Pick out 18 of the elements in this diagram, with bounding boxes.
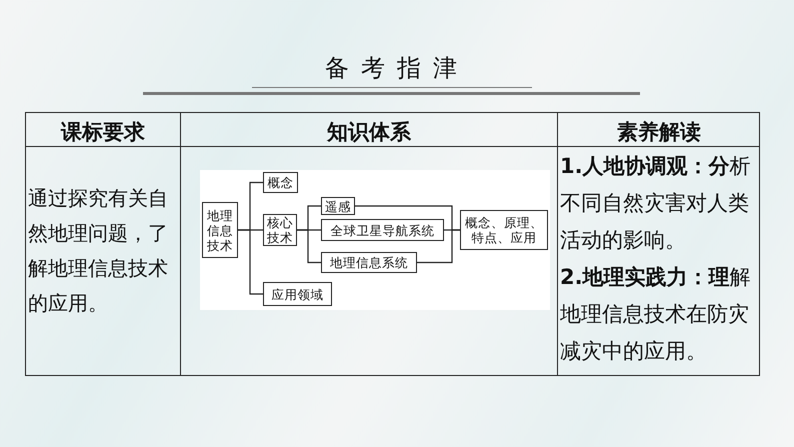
concept-box: 概念	[263, 172, 298, 193]
tech-box: 地理信息系统	[321, 252, 417, 273]
summary-box: 概念、原理、特点、应用	[460, 210, 548, 250]
requirement-text: 通过探究有关自然地理问题，了解地理信息技术的应用。	[28, 185, 169, 317]
literacy-text: 2.地理实践力：理解地理信息技术在防灾减灾中的应用。	[560, 264, 752, 365]
topic-box: 地理信息技术	[202, 202, 238, 258]
core-tech-box: 核心技术	[263, 214, 297, 246]
column-header: 素养解读	[616, 119, 702, 146]
application-box: 应用领域	[263, 282, 332, 306]
tech-box: 遥感	[321, 197, 355, 215]
tech-box: 全球卫星导航系统	[321, 219, 444, 241]
connector-line	[297, 229, 321, 264]
page-title: 备考指津	[324, 53, 470, 84]
connector-line	[238, 229, 263, 295]
column-header: 课标要求	[60, 119, 146, 146]
column-header: 知识体系	[326, 119, 412, 146]
literacy-text: 1.人地协调观：分析不同自然灾害对人类活动的影响。	[560, 153, 752, 254]
connector-line	[417, 229, 460, 264]
